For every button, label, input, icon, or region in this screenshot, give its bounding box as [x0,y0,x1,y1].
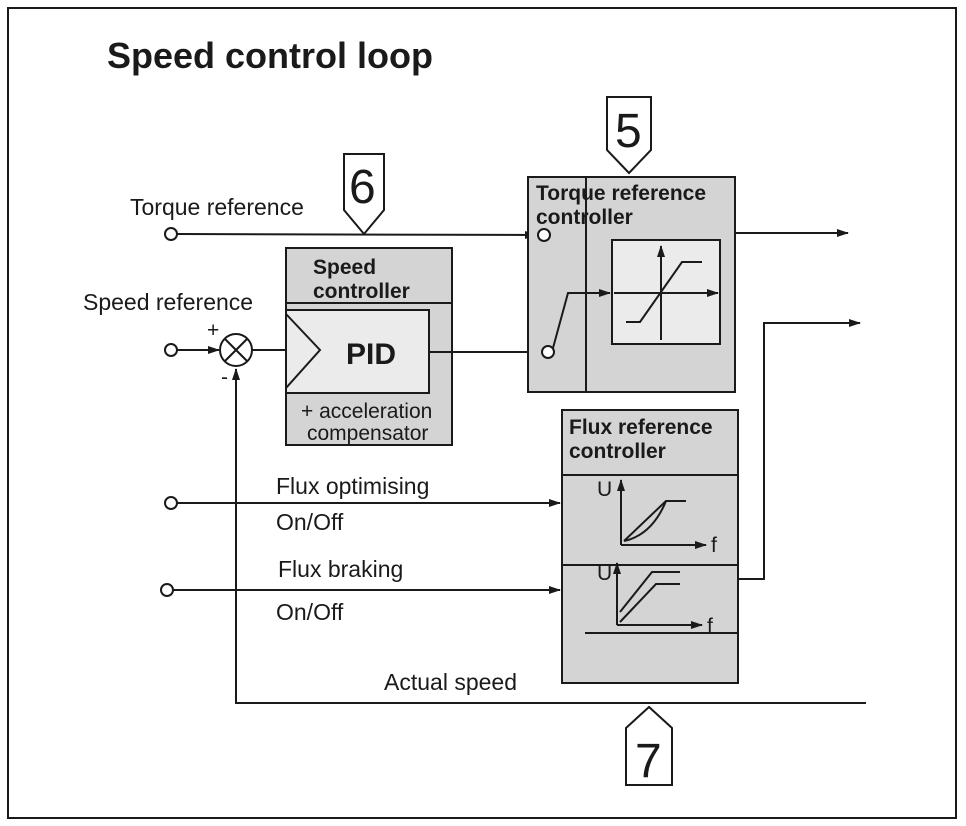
torque-controller-title-line2: controller [536,206,633,229]
flux-braking-terminal [160,583,174,597]
speed-reference-label: Speed reference [83,289,253,315]
flux-optimising-terminal [164,496,178,510]
flux-braking-label: Flux braking [278,556,403,582]
flux-graph1-u-label: U [597,478,612,501]
flux-output-line [738,319,861,580]
flux-graph2-curve-normal [619,583,680,623]
torque-switch-link [552,289,611,349]
speed-output-terminal [541,345,555,359]
flux-graph1-curve-optimised [623,500,667,542]
junction-minus-sign: - [221,366,228,389]
flux-optimising-label: Flux optimising [276,473,429,499]
flux-graph2-curve-braking [619,571,680,613]
summing-junction [219,333,253,367]
diagram-frame [7,7,957,819]
pid-box [285,309,430,394]
junction-plus-sign: + [207,319,219,342]
pid-label: PID [346,338,396,371]
flux-graph2-u-label: U [597,562,612,585]
marker-5-label: 5 [615,105,642,158]
actual-speed-feedback-line [232,368,866,704]
flux-graph1-f-label: f [711,534,717,557]
flux-graph2-f-label: f [707,615,713,638]
torque-reference-terminal [164,227,178,241]
marker-5-shape [606,96,652,175]
pid-input-chevron [285,313,322,389]
marker-7-shape [625,705,673,786]
torque-input-terminal [537,228,551,242]
torque-reference-line [176,230,537,239]
torque-controller-title-line1: Torque reference [536,182,706,205]
flux-controller-title-line2: controller [569,440,666,463]
marker-6-label: 6 [349,161,376,214]
speed-controller-title-line1: Speed [313,256,376,279]
diagram-title: Speed control loop [107,35,433,76]
flux-controller-block [561,409,739,684]
flux-braking-state: On/Off [276,599,344,625]
marker-7-label: 7 [635,735,662,788]
flux-controller-title-line1: Flux reference [569,416,713,439]
speed-reference-terminal [164,343,178,357]
flux-optimising-state: On/Off [276,509,344,535]
marker-6-shape [343,153,385,236]
limiter-curve [626,261,702,323]
speed-controller-title-line2: controller [313,280,410,303]
speed-controller-note-line2: compensator [307,422,428,445]
actual-speed-label: Actual speed [384,669,517,695]
torque-reference-label: Torque reference [130,194,304,220]
speed-controller-note-line1: + acceleration [301,400,432,423]
